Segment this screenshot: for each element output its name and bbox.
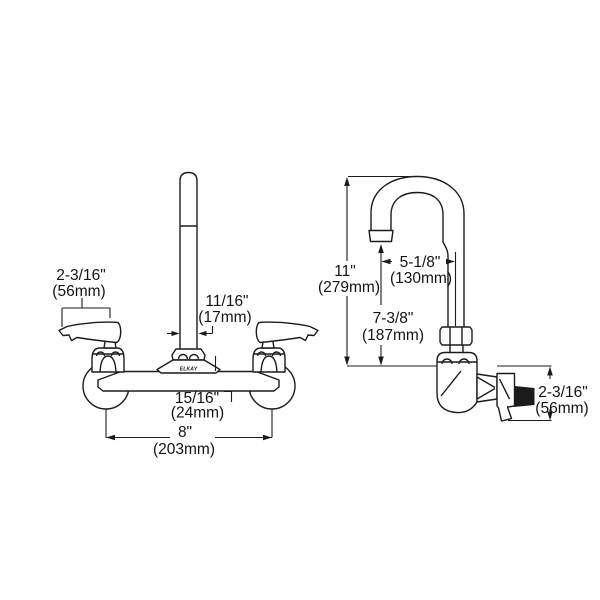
overall-height-mm-label: (279mm) <box>318 279 380 296</box>
spout-width-mm-label: (17mm) <box>198 309 251 326</box>
front-right-lever-handle <box>255 321 319 344</box>
side-hex-nut <box>476 373 498 403</box>
side-view: 11" (279mm) 5-1/8" (130mm) 7-3/8" (187mm… <box>318 175 589 422</box>
handle-length-in-label: 2-3/16" <box>56 267 105 284</box>
dim-spout-reach: 5-1/8" (130mm) <box>381 252 457 326</box>
dim-body-depth: 15/16" (24mm) <box>171 356 233 422</box>
spout-reach-mm-label: (130mm) <box>390 270 452 287</box>
handle-length-mm-label: (56mm) <box>52 283 105 300</box>
front-spout-tube <box>179 171 198 349</box>
spout-height-mm-label: (187mm) <box>362 327 424 344</box>
front-left-bonnet <box>91 347 125 373</box>
side-wall-bracket <box>496 372 516 422</box>
dim-faucet-centers: 8" (203mm) <box>105 409 273 458</box>
body-depth-mm-label: (24mm) <box>171 405 224 422</box>
overall-height-in-label: 11" <box>334 263 356 280</box>
dim-spout-width: 11/16" (17mm) <box>167 293 252 337</box>
front-left-lever-handle <box>58 321 122 344</box>
inlet-drop-in-label: 2-3/16" <box>538 384 587 401</box>
front-spout-base: ELKAY <box>156 348 221 374</box>
body-depth-in-label: 15/16" <box>175 390 219 407</box>
front-view: ELKAY 2-3/16" (56mm) <box>52 171 319 458</box>
spout-height-in-label: 7-3/8" <box>373 310 414 327</box>
dim-spout-height: 7-3/8" (187mm) <box>362 244 424 366</box>
spout-width-in-label: 11/16" <box>205 293 248 310</box>
dim-overall-height: 11" (279mm) <box>318 177 380 366</box>
dim-inlet-drop: 2-3/16" (56mm) <box>508 366 589 422</box>
inlet-drop-mm-label: (56mm) <box>535 400 588 417</box>
faucet-centers-in-label: 8" <box>178 424 192 441</box>
dim-handle-length: 2-3/16" (56mm) <box>52 267 111 327</box>
spout-reach-in-label: 5-1/8" <box>400 254 441 271</box>
side-spout-outlet <box>368 229 394 243</box>
front-body <box>97 370 280 392</box>
faucet-centers-mm-label: (203mm) <box>153 441 215 458</box>
side-coupling-nut <box>439 326 473 352</box>
side-threaded-inlet <box>514 385 535 408</box>
brand-logo-text: ELKAY <box>180 367 198 373</box>
side-wall-elbow <box>436 351 478 414</box>
front-right-bonnet <box>252 347 286 373</box>
